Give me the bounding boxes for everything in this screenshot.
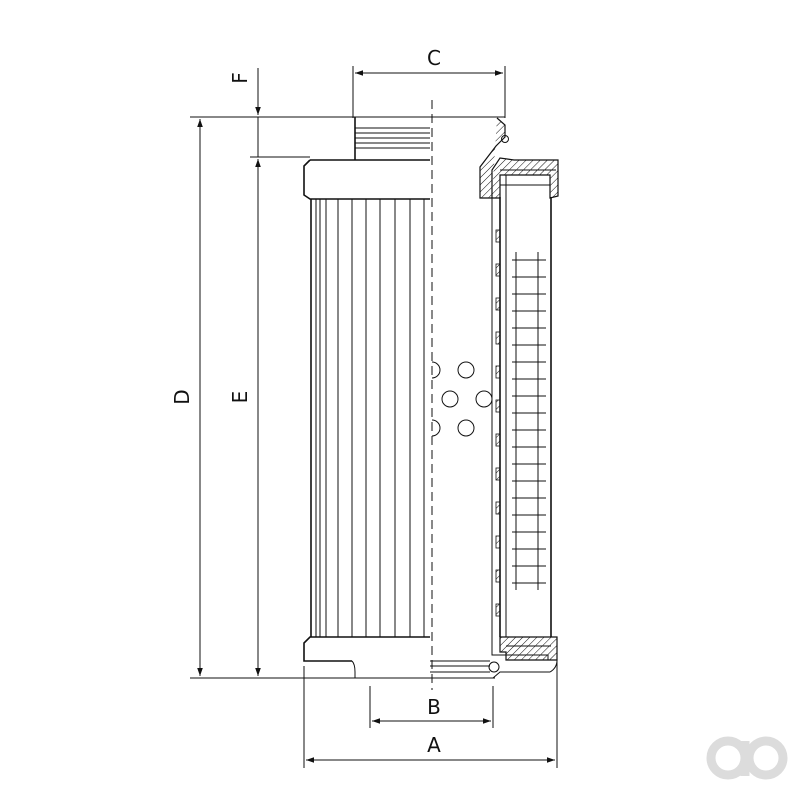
top-end-cap: [303, 159, 430, 200]
dimension-labels: C B A D E F: [170, 46, 441, 757]
outer-tube-section: [491, 175, 552, 637]
core-perforations: [431, 361, 493, 437]
label-a: A: [427, 733, 441, 757]
pleated-media: [310, 199, 425, 637]
ao-logo-icon: [706, 736, 788, 780]
inner-pleat-ladder: [512, 252, 546, 590]
label-b: B: [427, 695, 441, 719]
tube-hatch-marks: [495, 229, 501, 617]
dimension-lines: [197, 68, 555, 763]
bottom-cap-section: [488, 636, 558, 679]
label-f: F: [228, 72, 252, 84]
label-d: D: [170, 389, 194, 404]
extension-lines: [190, 66, 558, 768]
label-c: C: [427, 46, 441, 70]
bottom-end-cap: [303, 636, 490, 678]
top-neck: [354, 117, 430, 160]
label-e: E: [228, 391, 252, 404]
top-cap-section: [479, 117, 559, 199]
